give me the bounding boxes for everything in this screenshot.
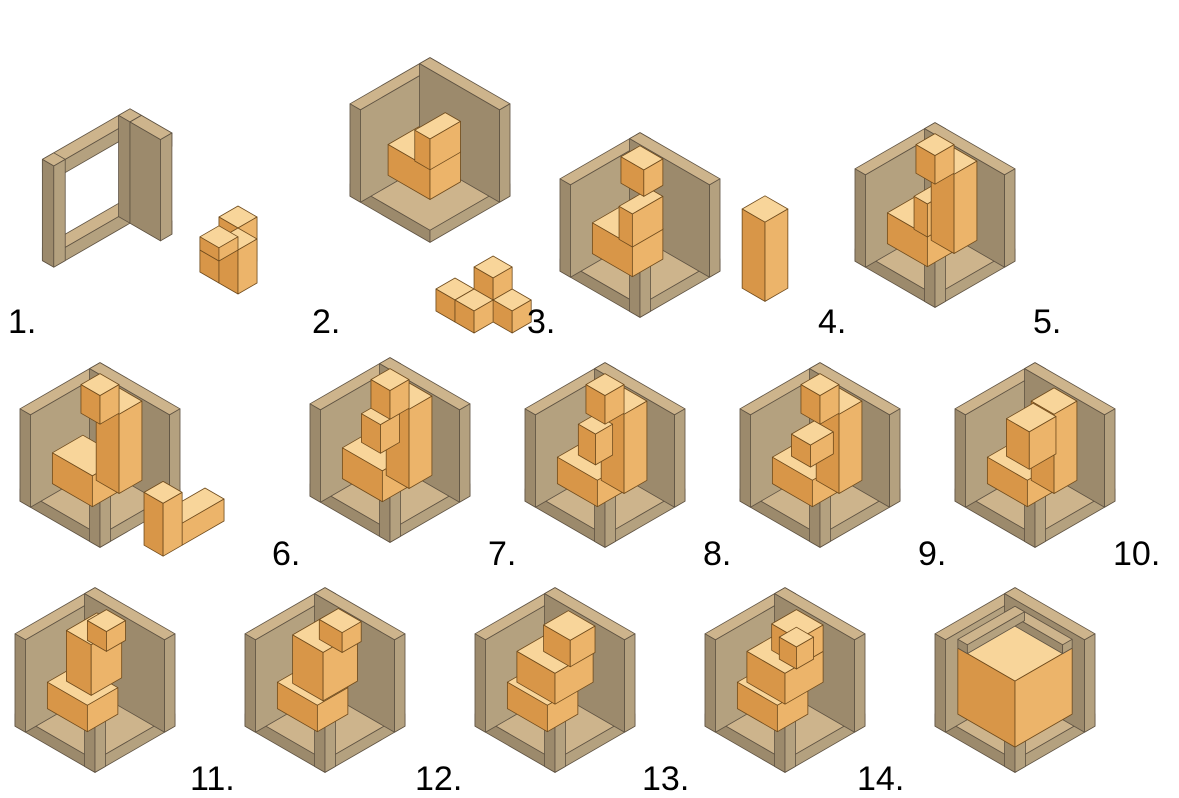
step-label-2: 2. bbox=[312, 305, 340, 339]
step-10-figure bbox=[955, 363, 1115, 548]
step-label-10: 10. bbox=[1113, 537, 1160, 571]
step-label-7: 7. bbox=[488, 537, 516, 571]
step-label-3: 3. bbox=[527, 305, 555, 339]
step-label-11: 11. bbox=[190, 762, 235, 796]
step-13-figure bbox=[475, 588, 635, 773]
step-label-6: 6. bbox=[272, 537, 300, 571]
step-7-figure bbox=[310, 358, 470, 543]
step-label-13: 13. bbox=[642, 762, 689, 796]
step-final-figure bbox=[935, 588, 1095, 773]
step-label-8: 8. bbox=[703, 537, 731, 571]
step-label-14: 14. bbox=[857, 762, 904, 796]
step-5-figure bbox=[855, 123, 1015, 308]
step-11-figure bbox=[15, 588, 175, 773]
step-2-figure bbox=[350, 58, 531, 333]
step-label-5: 5. bbox=[1033, 305, 1061, 339]
step-6-figure bbox=[20, 363, 224, 557]
step-label-1: 1. bbox=[8, 305, 36, 339]
step-1-figure bbox=[42, 109, 257, 294]
step-12-figure bbox=[245, 588, 405, 773]
step-3-figure bbox=[560, 133, 788, 318]
step-8-figure bbox=[525, 363, 685, 548]
step-label-12: 12. bbox=[415, 762, 462, 796]
step-label-4: 4. bbox=[818, 305, 846, 339]
step-14-figure bbox=[705, 588, 865, 773]
step-label-9: 9. bbox=[918, 537, 946, 571]
step-9-figure bbox=[740, 363, 900, 548]
